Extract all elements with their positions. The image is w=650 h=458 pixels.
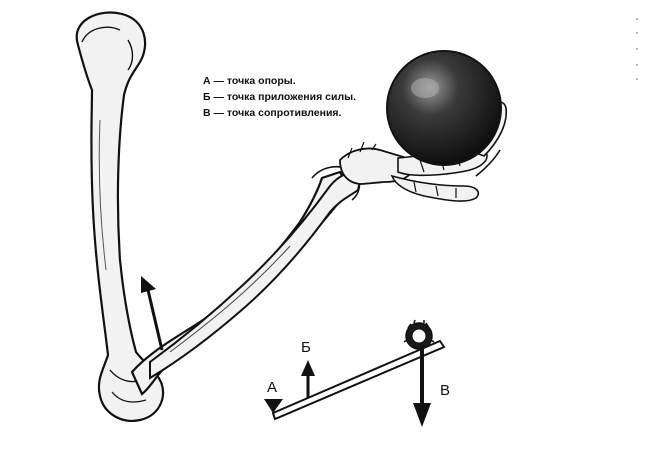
lever-label-v: В xyxy=(440,382,450,399)
resistance-arrow-icon xyxy=(413,345,431,427)
legend-item-b: Б — точка приложения силы. xyxy=(203,91,356,103)
edge-dots xyxy=(636,18,638,80)
fulcrum-triangle-icon xyxy=(264,399,283,413)
ball xyxy=(386,50,502,166)
lever-bar xyxy=(271,339,446,421)
biceps-force-arrow xyxy=(141,276,164,351)
lever-schematic: А Б В xyxy=(264,319,450,427)
lever-label-a: А xyxy=(267,379,277,396)
lever-label-b: Б xyxy=(301,339,311,356)
legend-item-a: А — точка опоры. xyxy=(203,75,296,87)
legend: А — точка опоры. Б — точка приложения си… xyxy=(203,75,356,119)
legend-item-v: В — точка сопротивления. xyxy=(203,107,342,119)
forearm-bones xyxy=(130,165,364,396)
force-arrow-icon xyxy=(301,360,315,398)
small-weight-icon xyxy=(403,319,435,350)
